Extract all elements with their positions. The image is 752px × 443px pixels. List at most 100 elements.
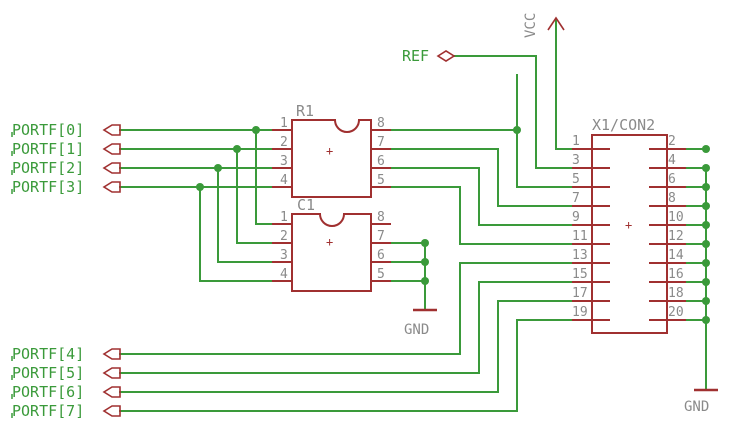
x1-pin-number-right: 8 — [668, 191, 676, 206]
junction-dot — [702, 278, 710, 286]
junction-dot — [421, 258, 429, 266]
port-arrow-icon — [102, 162, 121, 174]
junction-dot — [233, 145, 241, 153]
r1-pin-number-left: 3 — [280, 154, 288, 169]
wire-portf-6-to-x1 — [119, 300, 573, 393]
r1-body — [291, 119, 372, 198]
net-flags: PORTF[0]PORTF[1]PORTF[2]PORTF[3]PORTF[4]… — [11, 13, 718, 420]
x1-pin-number-right: 16 — [668, 267, 684, 282]
port-arrow-icon — [102, 143, 121, 155]
x1-body — [591, 134, 668, 334]
wire-portf-5-to-x1 — [119, 281, 573, 374]
x1-pin-number-left: 17 — [572, 286, 588, 301]
x1-pin-number-right: 20 — [668, 305, 684, 320]
r1-pin-number-right: 8 — [377, 116, 385, 131]
x1-pin-number-right: 12 — [668, 229, 684, 244]
r1-pin-number-left: 4 — [280, 173, 288, 188]
x1-pin-number-right: 10 — [668, 210, 684, 225]
wire-ref-to-x1-pin3 — [454, 55, 573, 169]
c1-polarity-mark: + — [326, 235, 333, 249]
r1-polarity-mark: + — [326, 144, 333, 158]
wire-r1-pin8-to-x1-pin5 — [390, 129, 573, 188]
x1-pin-number-left: 5 — [572, 172, 580, 187]
wires — [119, 19, 707, 412]
r1-pins: 1 8 2 7 3 6 4 5 — [272, 116, 391, 188]
x1-pin-number-left: 11 — [572, 229, 588, 244]
junction-dot — [702, 259, 710, 267]
x1-pin-number-left: 13 — [572, 248, 588, 263]
x1-polarity-mark: + — [625, 218, 632, 232]
x1-pin-number-left: 3 — [572, 153, 580, 168]
wire-portf-1-to-c1 — [236, 148, 273, 244]
x1-pin-number-left: 7 — [572, 191, 580, 206]
c1-pin-number-right: 6 — [377, 248, 385, 263]
x1-pin-number-left: 9 — [572, 210, 580, 225]
x1-pin-number-right: 2 — [668, 134, 676, 149]
ref-arrow-icon — [436, 50, 456, 62]
wire-portf-4-to-x1 — [119, 262, 573, 355]
c1-pin-number-right: 7 — [377, 229, 385, 244]
net-label-gnd-c1: GND — [404, 322, 429, 338]
junction-dot — [702, 164, 710, 172]
wire-vcc-to-x1-pin1 — [555, 19, 573, 150]
wire-portf-0-to-c1 — [255, 129, 273, 225]
junction-dot — [702, 297, 710, 305]
net-label-portf: PORTF[0] — [12, 121, 84, 139]
port-arrow-icon — [102, 405, 121, 417]
x1-pin-number-right: 18 — [668, 286, 684, 301]
c1-pin-number-left: 1 — [280, 210, 288, 225]
r1-pin-number-left: 1 — [280, 116, 288, 131]
r1-pin-number-right: 7 — [377, 135, 385, 150]
net-label-portf: PORTF[5] — [12, 364, 84, 382]
net-label-ref: REF — [402, 47, 429, 65]
junction-dot — [702, 240, 710, 248]
port-arrow-icon — [102, 124, 121, 136]
c1-pin-number-left: 4 — [280, 267, 288, 282]
c1-pin-number-left: 2 — [280, 229, 288, 244]
c1-pin-number-right: 8 — [377, 210, 385, 225]
x1-pin-number-left: 15 — [572, 267, 588, 282]
c1-pin-number-right: 5 — [377, 267, 385, 282]
port-arrow-icon — [102, 181, 121, 193]
junction-dot — [702, 202, 710, 210]
port-arrow-icon — [102, 367, 121, 379]
vcc-arrow-icon — [547, 16, 565, 31]
wire-r1-pin5-to-x1-pin11 — [390, 186, 573, 245]
junction-dot — [421, 277, 429, 285]
x1-pin-number-right: 6 — [668, 172, 676, 187]
net-label-portf: PORTF[7] — [12, 402, 84, 420]
net-label-portf: PORTF[6] — [12, 383, 84, 401]
junction-dot — [702, 316, 710, 324]
junction-dot — [421, 239, 429, 247]
net-label-portf: PORTF[3] — [12, 178, 84, 196]
net-label-gnd-connector: GND — [684, 399, 709, 415]
c1-pin-number-left: 3 — [280, 248, 288, 263]
junction-dot — [214, 164, 222, 172]
r1-pin-number-left: 2 — [280, 135, 288, 150]
junction-dot — [702, 183, 710, 191]
x1-pin-number-left: 19 — [572, 305, 588, 320]
x1-pin-number-right: 4 — [668, 153, 676, 168]
port-arrow-icon — [102, 386, 121, 398]
junction-dot — [252, 126, 260, 134]
net-label-portf: PORTF[2] — [12, 159, 84, 177]
junction-dots — [196, 126, 710, 324]
wire-r1-pin7-to-x1-pin7 — [390, 148, 573, 207]
x1-pin-number-right: 14 — [668, 248, 684, 263]
wire-portf-2-to-c1 — [217, 167, 273, 263]
junction-dot — [702, 221, 710, 229]
c1-body — [291, 213, 372, 292]
r1-pin-number-right: 5 — [377, 173, 385, 188]
wire-r1-pin6-to-x1-pin9 — [390, 167, 573, 226]
wire-portf-3-to-c1 — [199, 186, 273, 282]
net-label-vcc: VCC — [523, 13, 539, 38]
c1-pins: 1 8 2 7 3 6 4 5 — [272, 210, 391, 282]
port-arrow-icon — [102, 348, 121, 360]
junction-dot — [513, 126, 521, 134]
r1-pin-number-right: 6 — [377, 154, 385, 169]
